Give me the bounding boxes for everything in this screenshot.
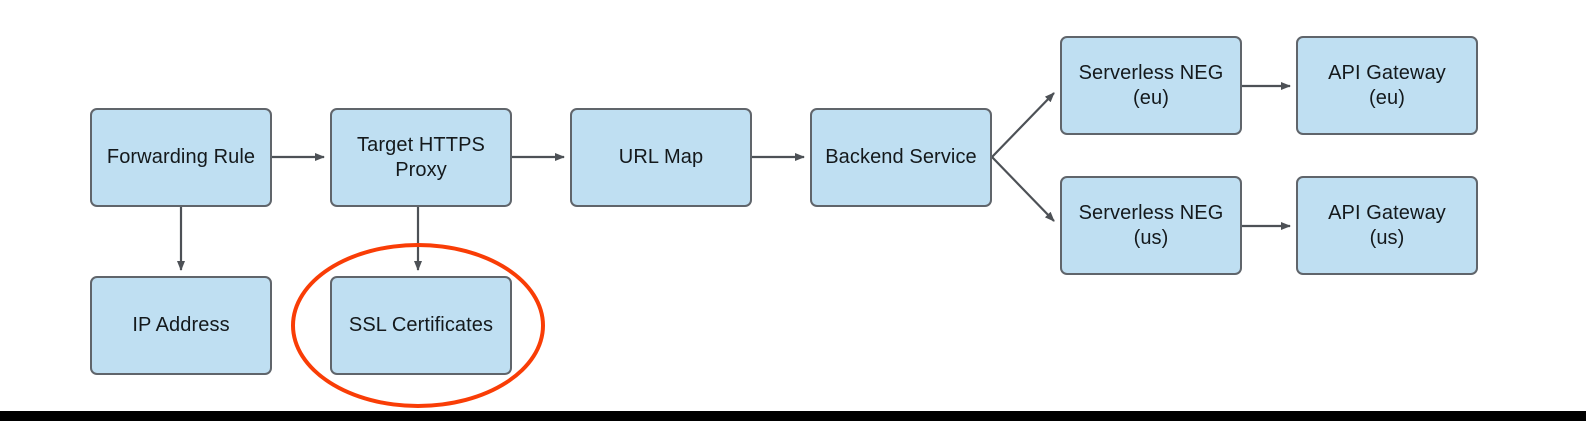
node-url-map[interactable]: URL Map: [570, 108, 752, 207]
node-api-gateway-us[interactable]: API Gateway (us): [1296, 176, 1478, 275]
node-ip-address[interactable]: IP Address: [90, 276, 272, 375]
node-backend-service[interactable]: Backend Service: [810, 108, 992, 207]
bottom-bar: [0, 411, 1586, 421]
node-ssl-certificates[interactable]: SSL Certificates: [330, 276, 512, 375]
node-api-gateway-eu[interactable]: API Gateway (eu): [1296, 36, 1478, 135]
node-serverless-neg-eu[interactable]: Serverless NEG (eu): [1060, 36, 1242, 135]
node-serverless-neg-us[interactable]: Serverless NEG (us): [1060, 176, 1242, 275]
node-forwarding-rule[interactable]: Forwarding Rule: [90, 108, 272, 207]
edge-backend-to-neg-eu: [991, 92, 1055, 158]
node-target-https-proxy[interactable]: Target HTTPS Proxy: [330, 108, 512, 207]
edge-backend-to-neg-us: [991, 156, 1055, 222]
